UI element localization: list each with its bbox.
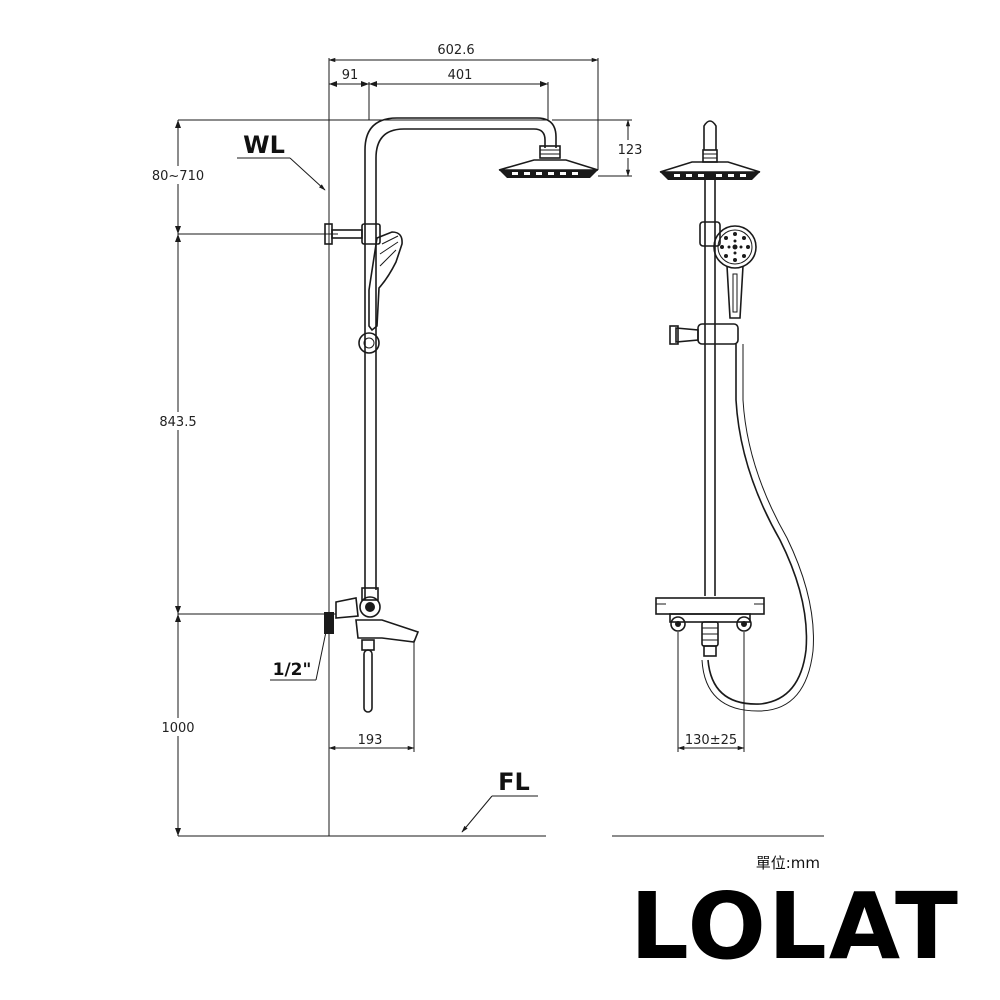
mixer-body-front <box>655 597 765 657</box>
label-bg <box>150 166 206 184</box>
wl-leader <box>289 157 326 191</box>
unit-note: 單位:mm <box>756 854 820 872</box>
overhead-shower-head-front <box>659 161 761 180</box>
dim-arrow <box>540 81 548 87</box>
wall-offset-label: 91 <box>342 68 359 83</box>
label-bg <box>156 718 200 736</box>
head-connector <box>702 149 718 163</box>
hand-shower-front <box>713 225 757 319</box>
overhead-shower-head <box>498 145 599 178</box>
spout-reach-label: 193 <box>358 733 383 748</box>
inlet-spacing-label: 130±25 <box>685 733 737 748</box>
dim-arrow <box>175 120 181 128</box>
thread-leader <box>315 621 329 681</box>
dim-arrow <box>175 606 181 614</box>
slide-holder-front <box>669 323 739 345</box>
hose <box>707 344 808 705</box>
dim-arrow <box>369 81 377 87</box>
total-width-label: 602.6 <box>437 43 474 58</box>
mixer-valve-side <box>324 587 420 713</box>
dim-arrow <box>175 234 181 242</box>
head-height-label: 123 <box>618 143 643 158</box>
brand-logo: LOLAT <box>630 873 960 980</box>
hand-shower-side <box>368 231 403 332</box>
label-bg <box>154 412 204 430</box>
wall-bracket <box>324 223 381 245</box>
shower-arm <box>364 117 557 600</box>
adjustable-range-label: 80~710 <box>152 169 204 184</box>
floor-line-callout: FL <box>498 768 530 796</box>
bar-length-label: 843.5 <box>159 415 196 430</box>
dim-arrow <box>175 226 181 234</box>
arm-reach-label: 401 <box>448 68 473 83</box>
shower-arm-inner <box>375 128 546 590</box>
dim-arrow <box>329 81 337 87</box>
riser-clamp <box>699 221 721 247</box>
dim-arrow <box>175 614 181 622</box>
wall-line-callout: WL <box>243 131 285 159</box>
dim-arrow <box>361 81 369 87</box>
fl-leader <box>461 795 493 833</box>
slide-holder <box>358 332 380 354</box>
dim-arrow <box>175 828 181 836</box>
inlet-height-label: 1000 <box>161 721 194 736</box>
thread-size-callout: 1/2" <box>273 660 312 680</box>
label-bg <box>614 140 644 158</box>
front-view: 130±25 <box>612 120 824 837</box>
riser-cap <box>703 120 717 150</box>
side-view: 80~710 843.5 1000 602.6 91 401 123 <box>150 43 644 837</box>
